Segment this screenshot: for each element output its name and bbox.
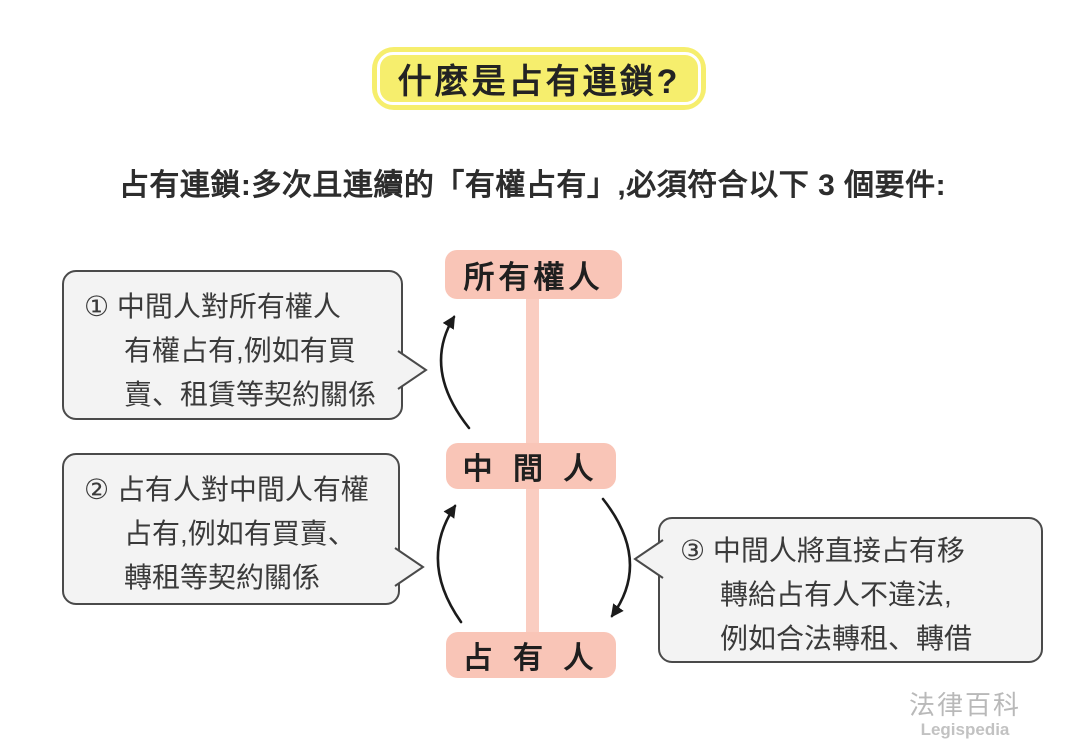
callout-requirement-2: ② 占有人對中間人有權 占有,例如有買賣、 轉租等契約關係 xyxy=(62,453,425,605)
node-middleman-label: 中 間 人 xyxy=(462,453,600,486)
node-possessor: 占 有 人 xyxy=(446,632,616,678)
subtitle: 占有連鎖:多次且連續的「有權占有」,必須符合以下 3 個要件: xyxy=(118,169,947,202)
callout-1-line-2: 有權占有,例如有買 xyxy=(124,335,356,366)
legispedia-logo: 法律百科 Legispedia xyxy=(909,685,1021,740)
callout-2-line-2: 占有,例如有買賣、 xyxy=(124,518,356,549)
node-middleman: 中 間 人 xyxy=(446,443,616,489)
callout-2-tail-icon xyxy=(394,547,425,587)
callout-3-tail-icon xyxy=(633,539,664,579)
callout-1-line-3: 賣、租賃等契約關係 xyxy=(124,379,377,410)
title-highlight-pill: 什麼是占有連鎖? xyxy=(372,47,706,110)
node-owner-label: 所有權人 xyxy=(463,260,604,295)
callout-3-line-3: 例如合法轉租、轉借 xyxy=(720,623,973,654)
logo-text-en: Legispedia xyxy=(920,720,1010,739)
callout-requirement-1: ① 中間人對所有權人 有權占有,例如有買 賣、租賃等契約關係 xyxy=(62,270,428,420)
node-possessor-label: 占 有 人 xyxy=(462,642,600,675)
page-title: 什麼是占有連鎖? xyxy=(397,63,681,101)
callout-1-tail-icon xyxy=(397,350,428,390)
callout-2-line-3: 轉租等契約關係 xyxy=(124,562,321,593)
arrow-middleman-to-owner-icon xyxy=(439,315,471,430)
title-inner-frame: 什麼是占有連鎖? xyxy=(377,52,701,105)
logo-text-zh: 法律百科 xyxy=(908,690,1021,720)
arrow-possessor-to-middleman-icon xyxy=(436,504,463,624)
callout-3-line-2: 轉給占有人不違法, xyxy=(720,579,952,610)
node-owner: 所有權人 xyxy=(445,250,622,299)
callout-requirement-3: ③ 中間人將直接占有移 轉給占有人不違法, 例如合法轉租、轉借 xyxy=(633,517,1043,663)
callout-1-line-1: ① 中間人對所有權人 xyxy=(84,291,341,322)
callout-2-line-1: ② 占有人對中間人有權 xyxy=(84,474,369,505)
callout-3-line-1: ③ 中間人將直接占有移 xyxy=(680,535,965,566)
arrow-middleman-to-possessor-icon xyxy=(601,497,632,618)
